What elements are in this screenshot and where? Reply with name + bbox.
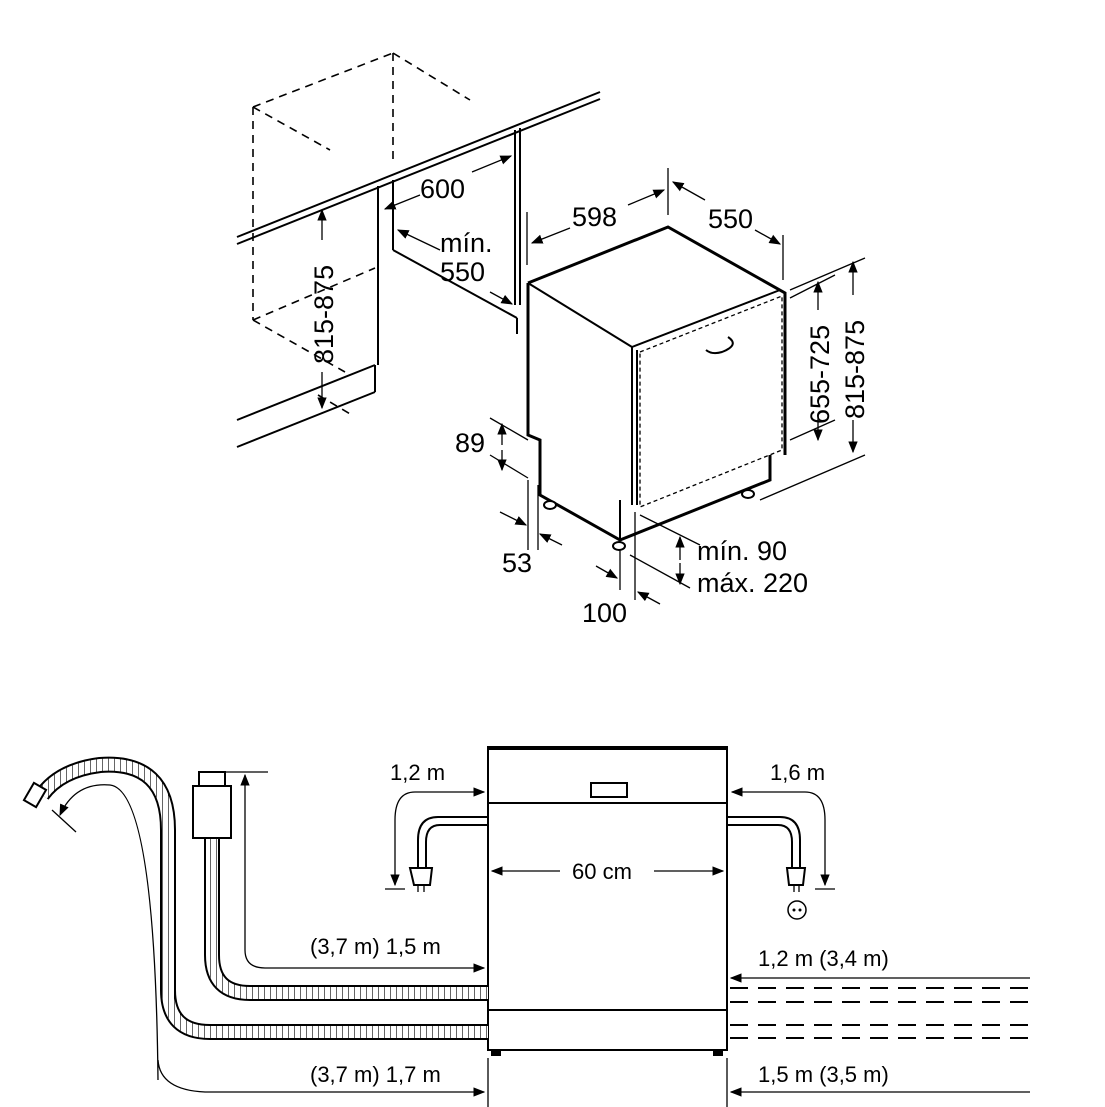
plug-icon [408, 867, 434, 886]
plinth-max-label: máx. 220 [697, 568, 808, 598]
niche-width-label: 600 [420, 174, 465, 204]
power-cable-right [727, 816, 807, 920]
drain-hose-long-label: (3,7 m) 1,7 m [310, 1062, 441, 1087]
water-inlet-lines [730, 987, 1030, 1039]
niche-height-label: 815-875 [309, 265, 339, 364]
niche-depth-label: mín. [440, 228, 493, 258]
door-height-label: 655-725 [805, 325, 835, 424]
socket-icon [787, 900, 807, 920]
installation-drawing: 600 mín. 550 815-875 598 [236, 52, 870, 628]
dishwasher-front [487, 746, 728, 1056]
power-cable-left [408, 816, 488, 892]
power-cable-left-label: 1,2 m [390, 760, 445, 785]
plug-icon [785, 867, 807, 886]
drain-hose-short-label: (3,7 m) 1,5 m [310, 934, 441, 959]
water-inlet-lower-label: 1,5 m (3,5 m) [758, 1062, 889, 1087]
plinth-recess-label: 89 [455, 428, 485, 458]
upper-cabinet-dashed [252, 52, 471, 416]
control-panel-display [590, 782, 628, 798]
drain-hose-long [22, 756, 488, 1040]
plinth-min-label: mín. 90 [697, 536, 787, 566]
door-offset-label: 100 [582, 598, 627, 628]
dishwasher-body [526, 225, 787, 551]
power-cable-right-label: 1,6 m [770, 760, 825, 785]
aquastop-valve-icon [192, 785, 232, 839]
water-inlet-upper-label: 1,2 m (3,4 m) [758, 946, 889, 971]
niche-walls [236, 128, 521, 448]
appliance-width-label: 598 [572, 202, 617, 232]
width-label: 60 cm [572, 859, 632, 884]
niche-depth-value: 550 [440, 257, 485, 287]
plinth-depth-label: 53 [502, 548, 532, 578]
countertop [236, 91, 601, 245]
appliance-height-label: 815-875 [840, 320, 870, 419]
connections-drawing: 60 cm 1,2 m 1,6 m [22, 746, 1030, 1107]
drain-hose-short [192, 771, 488, 1001]
appliance-depth-label: 550 [708, 204, 753, 234]
